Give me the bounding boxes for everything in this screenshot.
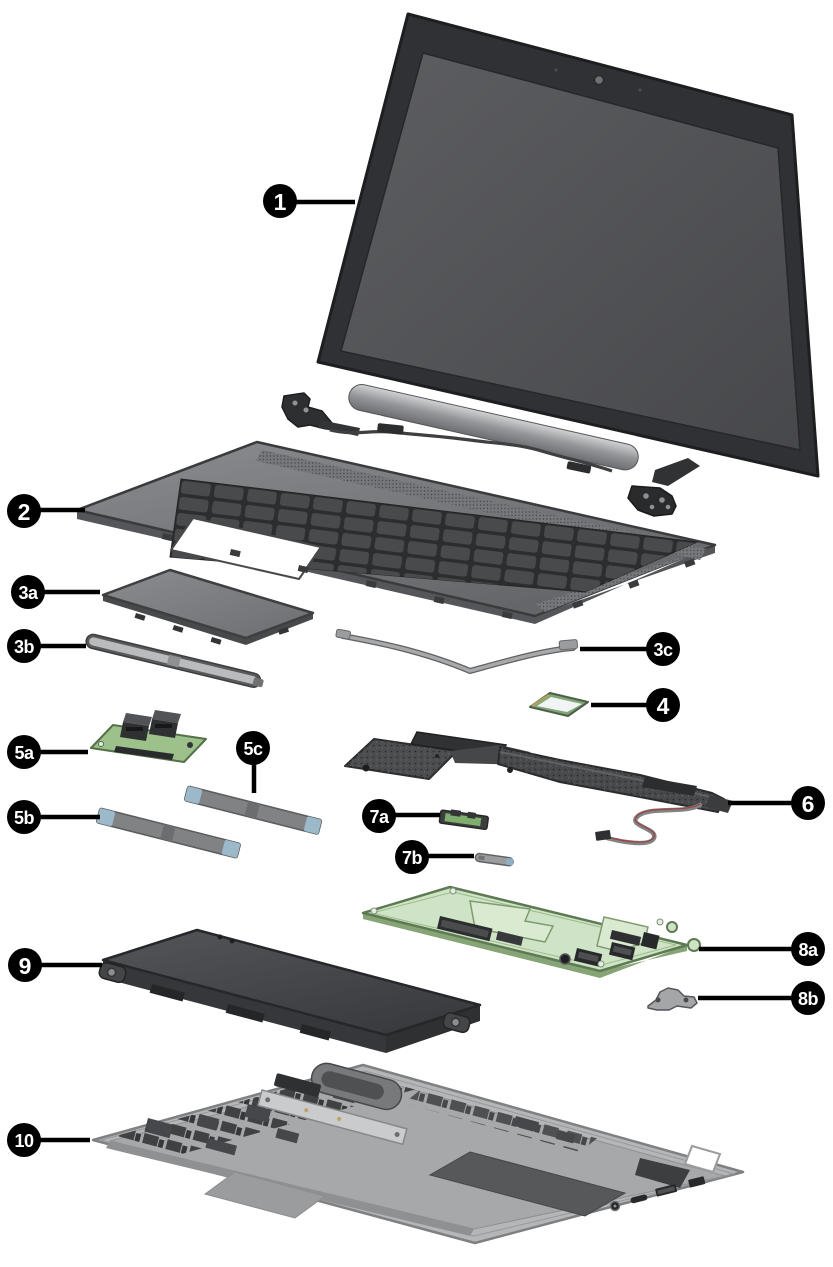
usb-board: [90, 710, 207, 763]
callout-2: 2: [7, 494, 85, 528]
callout-label: 4: [657, 693, 670, 719]
touchpad-cable: [335, 628, 579, 675]
callout-label: 10: [14, 1131, 34, 1151]
cover-edge-tabs: [161, 533, 696, 620]
speaker-mesh-right: [536, 547, 712, 612]
callout-3a: 3a: [11, 575, 100, 609]
touchpad-opening: [170, 517, 322, 580]
button-bracket: [474, 852, 514, 867]
callout-9: 9: [8, 948, 102, 982]
callout-10: 10: [7, 1123, 90, 1157]
system-board-bracket: [647, 987, 698, 1011]
callout-5a: 5a: [7, 735, 88, 769]
callout-1: 1: [263, 184, 355, 218]
callout-label: 1: [274, 189, 287, 215]
button-board: [438, 809, 490, 831]
right-hinge-bracket: [627, 458, 700, 517]
callout-7b: 7b: [395, 840, 474, 874]
battery-screw-tab: [98, 962, 127, 984]
callout-label: 3b: [14, 637, 35, 657]
chassis-bracket: [256, 1089, 408, 1146]
touchpad-bracket: [85, 633, 264, 688]
callout-6: 6: [728, 786, 825, 820]
touchpad: [101, 568, 315, 645]
callout-8a: 8a: [699, 932, 825, 966]
display-screen: [340, 52, 801, 451]
callout-label: 3c: [653, 640, 673, 660]
top-cover-keyboard: [75, 440, 717, 624]
battery: [98, 928, 482, 1053]
callout-label: 8a: [798, 940, 819, 960]
callout-label: 7b: [402, 848, 423, 868]
corner-notch: [683, 1144, 722, 1174]
callout-5b: 5b: [7, 800, 100, 834]
speaker-assembly: [344, 731, 733, 846]
callout-label: 7a: [369, 807, 390, 827]
usb-c-port-icon: [630, 1194, 648, 1204]
antenna-cable: [329, 423, 613, 474]
hinge-pod: [310, 1062, 403, 1111]
callout-label: 6: [802, 791, 815, 817]
webcam-icon: [593, 74, 605, 86]
callout-7a: 7a: [362, 799, 440, 833]
wlan-module: [529, 692, 589, 717]
side-ports: [609, 1176, 706, 1212]
usb-a-port-icon: [655, 1184, 678, 1197]
callout-label: 8b: [798, 989, 819, 1009]
left-hinge-bracket: [281, 392, 360, 436]
callout-4: 4: [591, 688, 680, 722]
bottom-cover: [91, 1062, 745, 1245]
system-board: [361, 885, 701, 978]
battery-screw-tab: [442, 1012, 471, 1034]
callout-label: 5a: [14, 743, 35, 763]
callout-3c: 3c: [580, 632, 680, 666]
panel-recess: [428, 1151, 627, 1217]
ribbon-cable-5b: [95, 807, 241, 859]
callout-label: 3a: [18, 583, 39, 603]
display-assembly: [281, 12, 820, 517]
display-hinge-bar: [348, 384, 639, 471]
ribbon-cable-5c: [183, 785, 323, 835]
callout-label: 5b: [14, 808, 35, 828]
callout-3b: 3b: [7, 629, 86, 663]
callout-8b: 8b: [698, 981, 825, 1015]
system-board-ports: [559, 932, 660, 967]
callout-label: 9: [19, 953, 32, 979]
callout-label: 5c: [243, 739, 263, 759]
speaker-cable: [595, 802, 703, 846]
callouts: 1 2 3a 3b 3c 4 5a: [7, 184, 825, 1157]
callout-label: 2: [18, 499, 31, 525]
usb-port-icon: [120, 710, 181, 741]
callout-5c: 5c: [236, 731, 270, 793]
